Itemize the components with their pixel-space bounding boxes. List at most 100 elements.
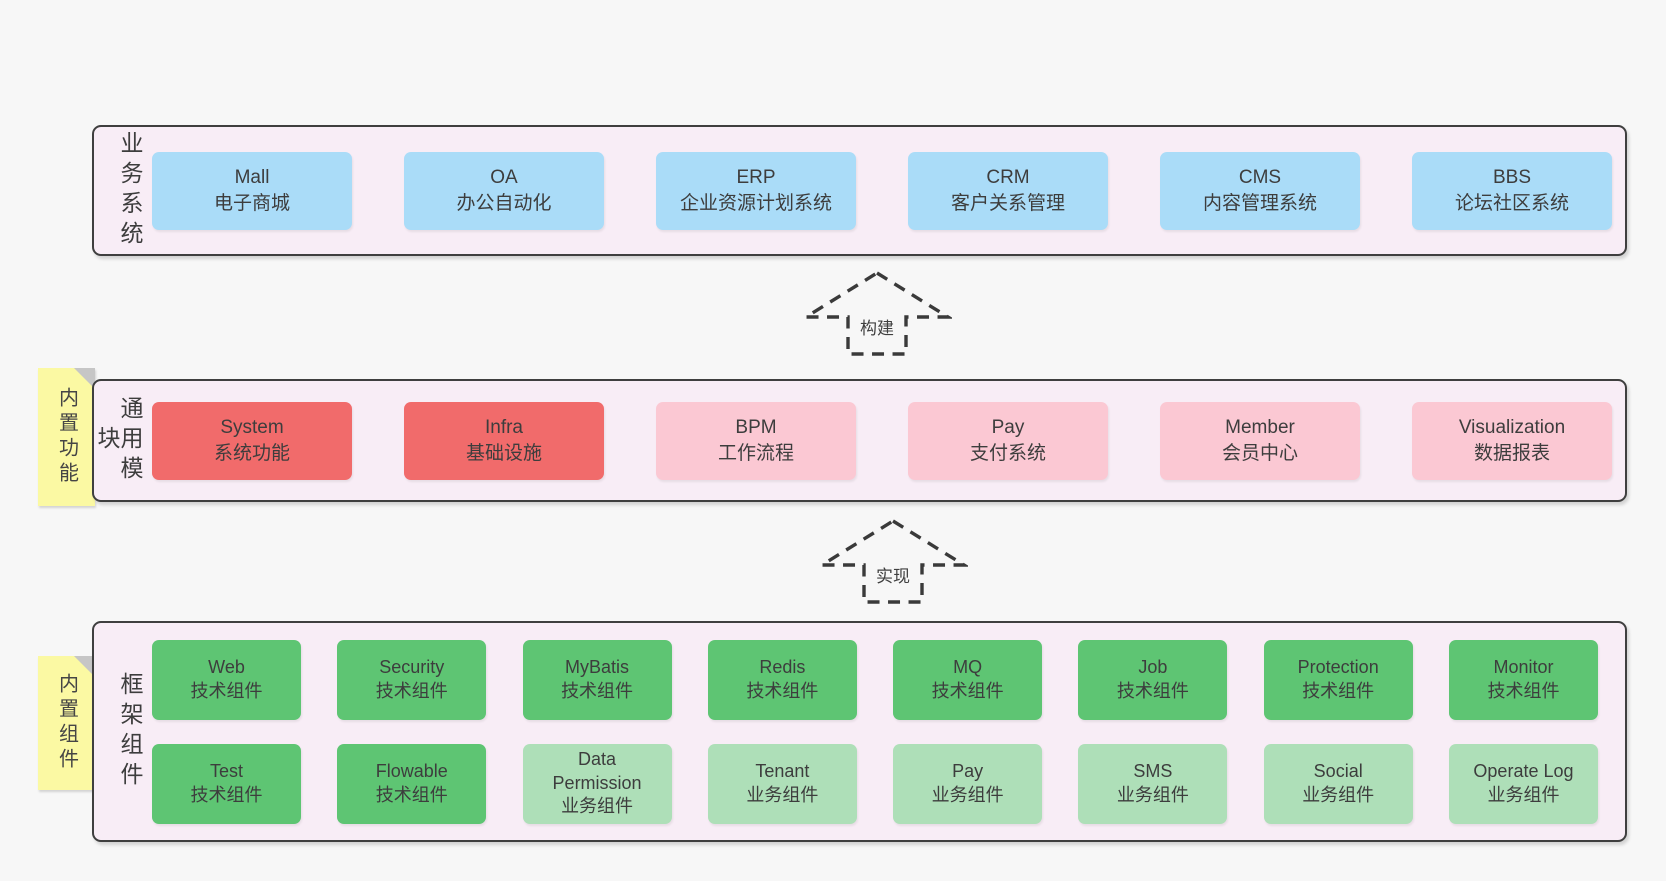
box-title: Web bbox=[208, 656, 245, 677]
sticky-note-text: 内置功能 bbox=[55, 387, 78, 487]
box-subtitle: 技术组件 bbox=[561, 680, 634, 701]
box-operate-log: Operate Log 业务组件 bbox=[1448, 743, 1598, 824]
box-title: MyBatis bbox=[565, 656, 630, 677]
box-system: System 系统功能 bbox=[152, 401, 352, 480]
layer-label: 框架组件 bbox=[117, 671, 143, 792]
arrow-label: 实现 bbox=[876, 567, 910, 586]
box-crm: CRM 客户关系管理 bbox=[908, 151, 1108, 230]
sticky-note-built-in-features: 内置功能 bbox=[38, 368, 95, 506]
box-title: Operate Log bbox=[1473, 760, 1574, 781]
box-infra: Infra 基础设施 bbox=[404, 401, 604, 480]
box-title: System bbox=[220, 417, 284, 439]
box-bbs: BBS 论坛社区系统 bbox=[1412, 151, 1612, 230]
box-tenant: Tenant 业务组件 bbox=[707, 743, 857, 824]
box-subtitle: 技术组件 bbox=[190, 784, 263, 805]
sticky-note-text: 内置组件 bbox=[55, 673, 78, 773]
box-subtitle: 内容管理系统 bbox=[1202, 192, 1317, 214]
box-title: Social bbox=[1313, 760, 1363, 781]
box-title: Monitor bbox=[1493, 656, 1554, 677]
box-flowable: Flowable 技术组件 bbox=[337, 743, 487, 824]
box-subtitle: 技术组件 bbox=[190, 680, 263, 701]
sticky-note-built-in-components: 内置组件 bbox=[38, 656, 95, 790]
box-title: Tenant bbox=[755, 760, 810, 781]
box-member: Member 会员中心 bbox=[1160, 401, 1360, 480]
box-subtitle: 论坛社区系统 bbox=[1454, 192, 1569, 214]
note-fold-corner-icon bbox=[74, 656, 95, 677]
box-subtitle: 系统功能 bbox=[213, 442, 290, 464]
box-cms: CMS 内容管理系统 bbox=[1160, 151, 1360, 230]
box-title: Data Permission bbox=[552, 748, 642, 793]
box-title: Test bbox=[209, 760, 243, 781]
arrow-build: 构建 bbox=[802, 268, 952, 358]
box-title: Member bbox=[1225, 417, 1295, 439]
box-oa: OA 办公自动化 bbox=[404, 151, 604, 230]
box-subtitle: 技术组件 bbox=[746, 680, 819, 701]
box-subtitle: 业务组件 bbox=[931, 784, 1004, 805]
box-title: OA bbox=[490, 167, 518, 189]
arrow-label: 构建 bbox=[860, 319, 894, 338]
box-title: Visualization bbox=[1458, 417, 1566, 439]
box-title: Flowable bbox=[375, 760, 448, 781]
box-test: Test 技术组件 bbox=[152, 743, 301, 824]
box-subtitle: 基础设施 bbox=[465, 442, 542, 464]
box-data-permission: Data Permission 业务组件 bbox=[522, 743, 672, 824]
box-protection: Protection 技术组件 bbox=[1263, 639, 1413, 720]
layer-label: 业务系统 bbox=[117, 130, 143, 251]
box-visualization: Visualization 数据报表 bbox=[1412, 401, 1612, 480]
box-title: Redis bbox=[759, 656, 806, 677]
box-subtitle: 客户关系管理 bbox=[950, 192, 1065, 214]
box-pay: Pay 业务组件 bbox=[893, 743, 1043, 824]
box-subtitle: 技术组件 bbox=[375, 680, 448, 701]
box-subtitle: 工作流程 bbox=[717, 442, 794, 464]
box-title: Mall bbox=[234, 167, 270, 189]
box-pay: Pay 支付系统 bbox=[908, 401, 1108, 480]
box-title: CMS bbox=[1238, 167, 1282, 189]
box-subtitle: 业务组件 bbox=[746, 784, 819, 805]
box-title: Infra bbox=[484, 417, 524, 439]
box-title: Pay bbox=[991, 417, 1025, 439]
box-title: Job bbox=[1138, 656, 1168, 677]
box-subtitle: 办公自动化 bbox=[456, 192, 552, 214]
up-arrow-icon bbox=[818, 519, 968, 604]
box-subtitle: 企业资源计划系统 bbox=[679, 192, 832, 214]
box-title: CRM bbox=[986, 167, 1030, 189]
box-redis: Redis 技术组件 bbox=[707, 639, 857, 720]
box-subtitle: 会员中心 bbox=[1221, 442, 1298, 464]
box-title: MQ bbox=[953, 656, 983, 677]
box-subtitle: 技术组件 bbox=[375, 784, 448, 805]
box-title: Pay bbox=[952, 760, 984, 781]
layer-common-modules: 通用模块 System 系统功能 Infra 基础设施 BPM 工作流程 Pay 支付系统 Me… bbox=[92, 379, 1627, 502]
box-subtitle: 业务组件 bbox=[561, 796, 634, 817]
layer-label: 通用模块 bbox=[94, 395, 143, 486]
box-subtitle: 技术组件 bbox=[931, 680, 1004, 701]
box-title: SMS bbox=[1133, 760, 1173, 781]
box-subtitle: 支付系统 bbox=[969, 442, 1046, 464]
box-subtitle: 数据报表 bbox=[1473, 442, 1550, 464]
box-web: Web 技术组件 bbox=[152, 639, 301, 720]
box-subtitle: 技术组件 bbox=[1116, 680, 1189, 701]
box-social: Social 业务组件 bbox=[1263, 743, 1413, 824]
box-title: BBS bbox=[1492, 167, 1532, 189]
box-title: BPM bbox=[735, 417, 777, 439]
box-subtitle: 业务组件 bbox=[1487, 784, 1560, 805]
box-subtitle: 技术组件 bbox=[1487, 680, 1560, 701]
box-subtitle: 业务组件 bbox=[1302, 784, 1375, 805]
up-arrow-icon bbox=[802, 271, 952, 356]
box-title: Protection bbox=[1297, 656, 1379, 677]
box-mybatis: MyBatis 技术组件 bbox=[522, 639, 672, 720]
box-mq: MQ 技术组件 bbox=[893, 639, 1043, 720]
box-subtitle: 技术组件 bbox=[1302, 680, 1375, 701]
box-subtitle: 电子商城 bbox=[213, 192, 290, 214]
box-monitor: Monitor 技术组件 bbox=[1448, 639, 1598, 720]
box-grid: System 系统功能 Infra 基础设施 BPM 工作流程 Pay 支付系统 Member 会… bbox=[152, 401, 1612, 480]
